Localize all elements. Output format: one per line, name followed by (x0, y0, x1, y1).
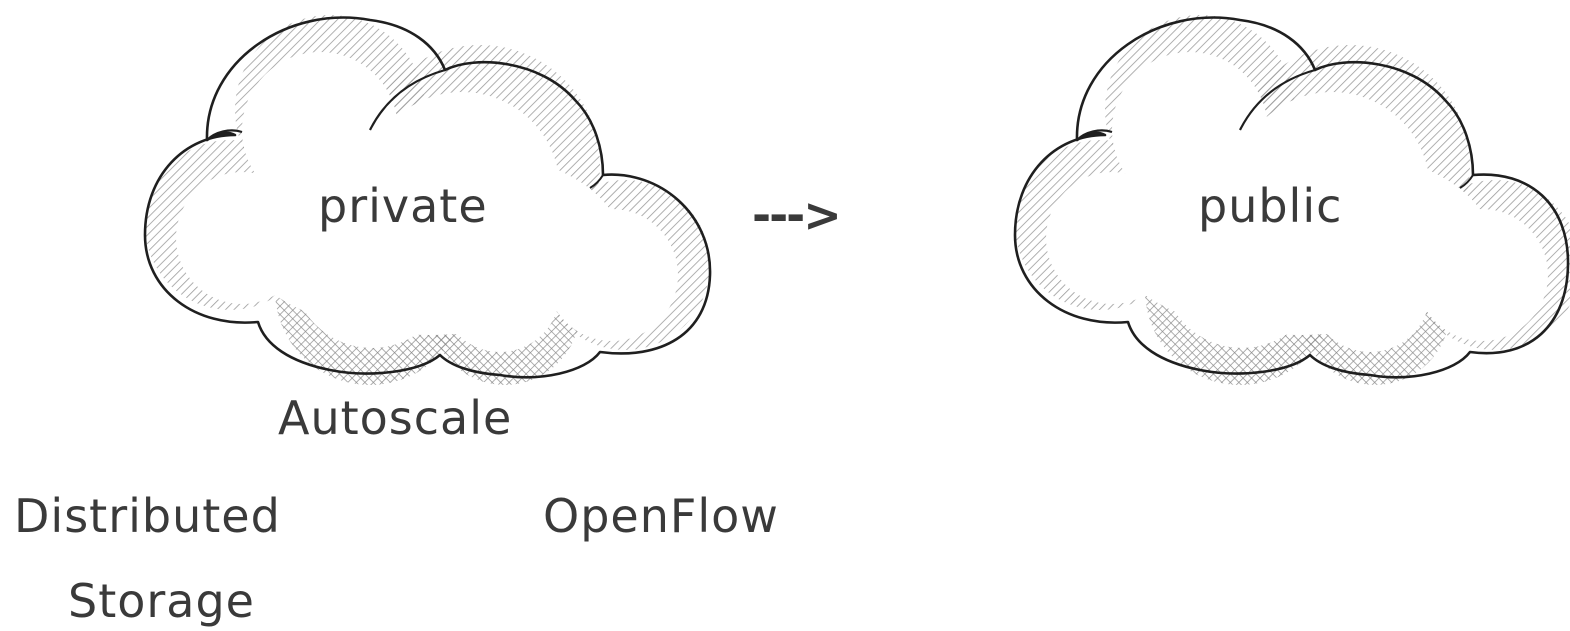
private-cloud-label: private (318, 179, 488, 233)
public-cloud-label: public (1198, 179, 1343, 233)
storage-label: Storage (68, 574, 255, 628)
distributed-label: Distributed (14, 489, 281, 543)
arrow-label: ---> (752, 188, 842, 242)
public-cloud (1013, 15, 1570, 385)
autoscale-label: Autoscale (278, 391, 513, 445)
private-cloud (143, 15, 712, 385)
openflow-label: OpenFlow (543, 489, 779, 543)
